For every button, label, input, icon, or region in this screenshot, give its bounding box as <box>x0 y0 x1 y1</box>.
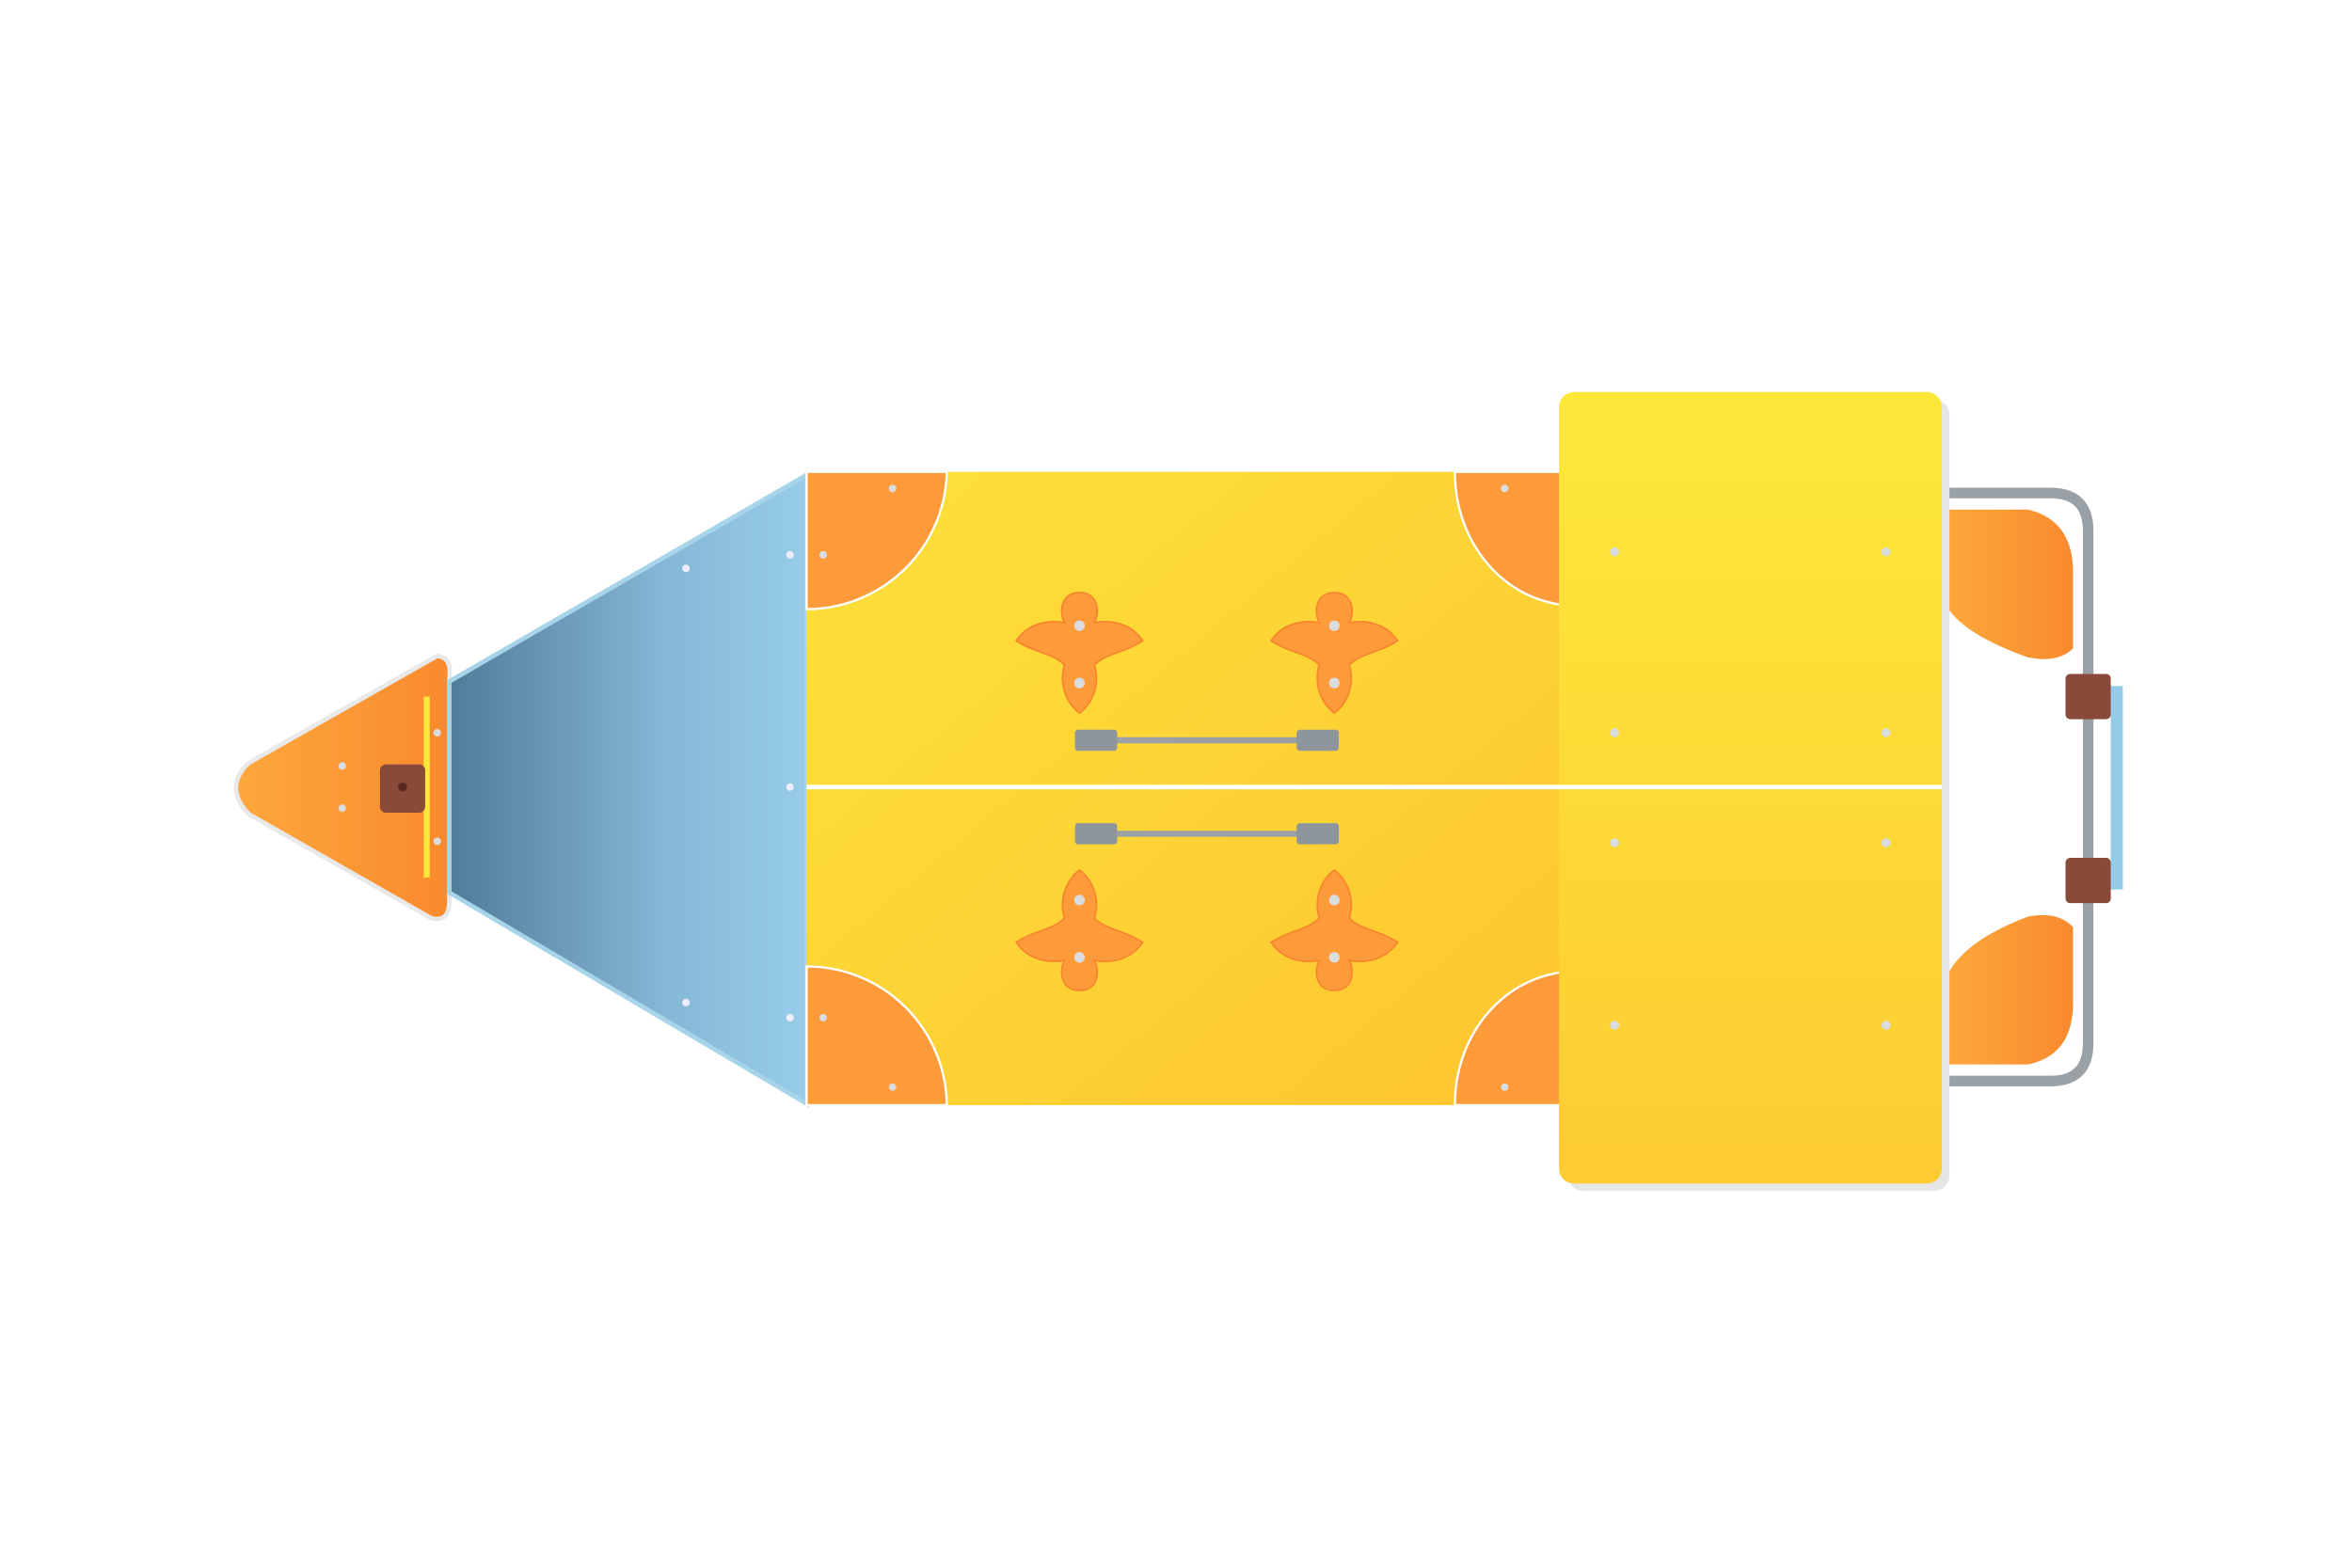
corner-orange <box>805 965 948 1107</box>
stern-rail <box>1942 487 2123 1086</box>
handle <box>1074 729 1340 752</box>
corner-orange <box>805 470 948 610</box>
stern-deck <box>1559 391 1950 1192</box>
corner-orange <box>1454 470 1562 607</box>
bow-wedge-panel <box>447 470 809 1108</box>
bracket <box>2065 673 2111 720</box>
middle-deck <box>805 470 1562 1107</box>
seat <box>1945 914 2074 1065</box>
seat <box>1945 509 2074 659</box>
corner-orange <box>1454 971 1562 1107</box>
handle <box>1074 823 1340 845</box>
bracket <box>2065 858 2111 904</box>
bow-tip-panel <box>233 653 453 922</box>
